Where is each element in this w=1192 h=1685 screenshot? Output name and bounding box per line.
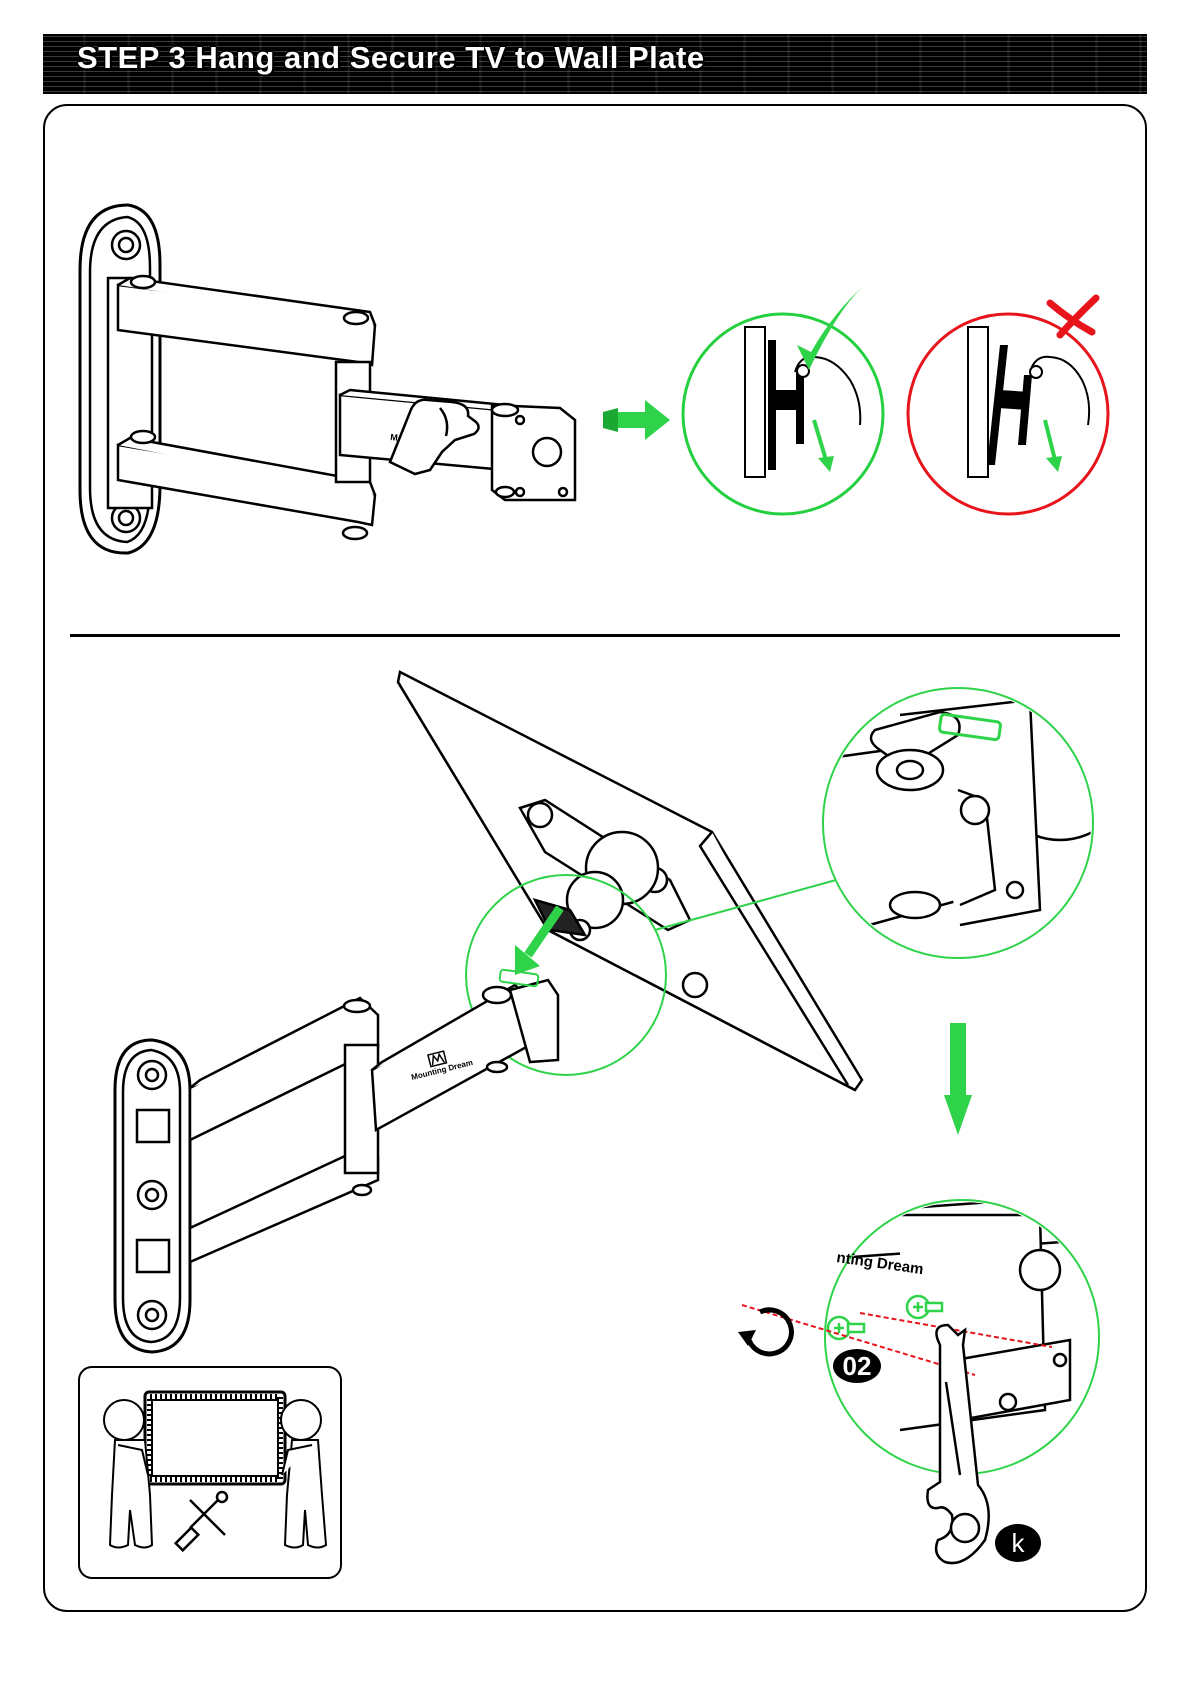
hook-engaged-detail xyxy=(815,688,1130,958)
rotate-icon xyxy=(738,1310,791,1354)
tool-part-badge: k xyxy=(995,1524,1041,1562)
wall-mount-arm-bottom xyxy=(115,980,558,1352)
wrong-hanging-detail xyxy=(908,314,1108,514)
arrow-down-left-icon xyxy=(515,908,560,975)
correct-hanging-detail xyxy=(683,314,883,514)
arrow-down-icon xyxy=(944,1023,972,1135)
wall-mount-arm-top xyxy=(80,205,575,553)
arm-brand-top: M xyxy=(390,432,399,443)
two-person-note-box xyxy=(78,1366,342,1579)
screw-part-badge: 02 xyxy=(833,1349,881,1383)
arrow-right-icon xyxy=(603,400,670,440)
